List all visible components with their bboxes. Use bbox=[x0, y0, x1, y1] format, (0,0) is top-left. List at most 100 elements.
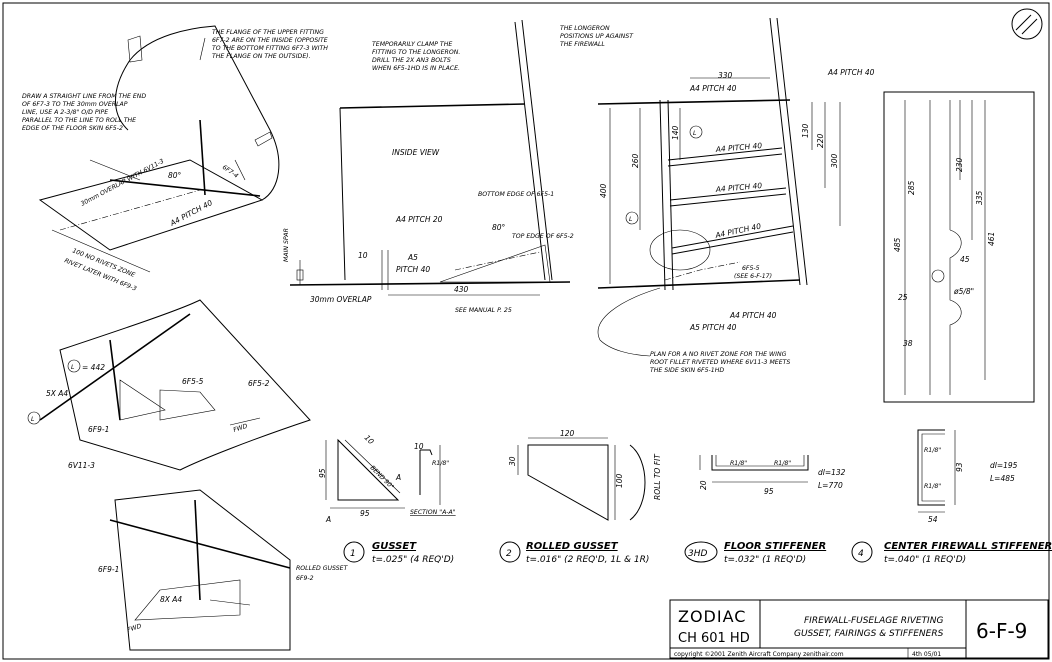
title-block bbox=[669, 599, 1049, 659]
see-6f17-label: (SEE 6-F-17) bbox=[734, 273, 772, 280]
dim-485: 485 bbox=[893, 237, 902, 252]
l-485-label: L=485 bbox=[990, 474, 1015, 483]
angle-80-inside: 80° bbox=[492, 223, 506, 232]
rolled-gusset-part-drawing bbox=[517, 437, 646, 521]
dim-25: 25 bbox=[898, 293, 908, 302]
top-edge-note: TOP EDGE OF 6F5-2 bbox=[512, 233, 574, 240]
dim-45: 45 bbox=[960, 255, 970, 264]
a4-pitch-40-right: A4 PITCH 40 bbox=[827, 68, 875, 77]
x5-a4-label: 5X A4 bbox=[46, 389, 68, 398]
main-spar-label: MAIN SPAR bbox=[283, 228, 290, 262]
dim-330: 330 bbox=[718, 71, 733, 80]
circle-l-marker-1: L bbox=[689, 125, 703, 139]
straight-line-note-1: DRAW A STRAIGHT LINE FROM THE END bbox=[22, 93, 146, 100]
flange-note-2: 6F7-2 ARE ON THE INSIDE (OPPOSITE bbox=[212, 37, 328, 44]
dim-300: 300 bbox=[830, 153, 839, 168]
dl-195-label: dl=195 bbox=[990, 461, 1018, 470]
dim-430: 430 bbox=[454, 285, 469, 294]
svg-text:1: 1 bbox=[350, 549, 356, 559]
dim-260: 260 bbox=[631, 153, 640, 168]
straight-line-note-3: LINE, USE A 2-3/8" O/D PIPE bbox=[22, 109, 108, 116]
model-label: CH 601 HD bbox=[678, 631, 750, 646]
flange-note-1: THE FLANGE OF THE UPPER FITTING bbox=[212, 29, 324, 36]
zenith-logo-icon bbox=[1011, 8, 1043, 40]
a4-pitch-40-bottom: A4 PITCH 40 bbox=[729, 311, 777, 320]
r18-floor-right: R1/8" bbox=[774, 460, 791, 467]
overlap-label: 30mm OVERLAP bbox=[310, 295, 372, 304]
dim-10-section: 10 bbox=[414, 442, 424, 451]
angle-80-top: 80° bbox=[168, 171, 182, 180]
part-title-4: 4 CENTER FIREWALL STIFFENER t=.040" (1 R… bbox=[851, 541, 1052, 565]
r18-section: R1/8" bbox=[432, 460, 449, 467]
gusset-iso-view-1 bbox=[39, 299, 311, 471]
see-manual-note: SEE MANUAL P. 25 bbox=[455, 307, 512, 314]
pitch-40-label: PITCH 40 bbox=[396, 265, 430, 274]
r18-center-top: R1/8" bbox=[924, 447, 941, 454]
dim-93: 93 bbox=[955, 462, 964, 472]
svg-text:L: L bbox=[693, 130, 697, 137]
dim-140: 140 bbox=[671, 125, 680, 140]
inside-view-label: INSIDE VIEW bbox=[392, 148, 440, 157]
label-6f9-1: 6F9-1 bbox=[88, 425, 109, 434]
svg-text:2: 2 bbox=[506, 549, 512, 559]
svg-text:t=.016" (2 REQ'D, 1L & 1R): t=.016" (2 REQ'D, 1L & 1R) bbox=[526, 555, 649, 565]
fwd-arrow-1: FWD bbox=[232, 423, 248, 434]
plan-note-3: THE SIDE SKIN 6F5-1HD bbox=[650, 367, 724, 374]
inside-view-drawing bbox=[289, 19, 571, 296]
svg-text:L: L bbox=[31, 416, 35, 423]
eq-442-label: = 442 bbox=[82, 363, 105, 372]
dim-461: 461 bbox=[987, 232, 996, 246]
clamp-note-3: DRILL THE 2X AN3 BOLTS bbox=[372, 57, 451, 64]
dim-20: 20 bbox=[699, 480, 708, 490]
svg-text:FLOOR STIFFENER: FLOOR STIFFENER bbox=[724, 541, 826, 552]
plan-note-1: PLAN FOR A NO RIVET ZONE FOR THE WING bbox=[650, 351, 787, 358]
rolled-gusset-iso-label: ROLLED GUSSET bbox=[296, 565, 349, 572]
circle-l-marker-4: L bbox=[27, 411, 41, 425]
straight-line-note-5: EDGE OF THE FLOOR SKIN 6F5-2 bbox=[22, 125, 123, 132]
r18-center-bottom: R1/8" bbox=[924, 483, 941, 490]
dim-230: 230 bbox=[955, 157, 964, 172]
l-770-label: L=770 bbox=[818, 481, 843, 490]
label-6f5-5-iso: 6F5-5 bbox=[182, 377, 204, 386]
svg-text:ROLLED GUSSET: ROLLED GUSSET bbox=[526, 541, 619, 552]
svg-text:t=.040" (1 REQ'D): t=.040" (1 REQ'D) bbox=[884, 555, 966, 565]
circle-l-marker-3: L bbox=[67, 359, 81, 373]
longeron-note-1: THE LONGERON bbox=[560, 25, 610, 32]
desc-line-2: GUSSET, FAIRINGS & STIFFENERS bbox=[794, 629, 944, 639]
part-title-3hd: 3HD FLOOR STIFFENER t=.032" (1 REQ'D) bbox=[684, 541, 826, 565]
longeron-note-2: POSITIONS UP AGAINST bbox=[560, 33, 634, 40]
label-6f7-4: 6F7-4 bbox=[221, 164, 239, 180]
roll-to-fit-label: ROLL TO FIT bbox=[653, 453, 662, 500]
a4-pitch-40-row3: A4 PITCH 40 bbox=[714, 221, 762, 240]
gusset-iso-view-2 bbox=[109, 489, 291, 651]
clamp-note-2: FITTING TO THE LONGERON. bbox=[372, 49, 460, 56]
section-a-top: A bbox=[395, 473, 401, 482]
copyright-label: copyright ©2001 Zenith Aircraft Company … bbox=[674, 651, 844, 658]
svg-text:L: L bbox=[629, 216, 633, 223]
dim-285: 285 bbox=[907, 180, 916, 195]
svg-text:t=.032" (1 REQ'D): t=.032" (1 REQ'D) bbox=[724, 555, 806, 565]
straight-line-note-4: PARALLEL TO THE LINE TO ROLL THE bbox=[22, 117, 136, 124]
circle-l-marker-2: L bbox=[625, 211, 639, 225]
dim-130: 130 bbox=[801, 123, 810, 138]
label-6f5-5: 6F5-5 bbox=[742, 265, 760, 272]
overlap-small-note: 30mm OVERLAP WITH 6V11-3 bbox=[80, 158, 166, 208]
center-stiffener-part-drawing bbox=[917, 429, 956, 513]
section-a-bottom: A bbox=[325, 515, 331, 524]
dim-95-gusset-v: 95 bbox=[318, 468, 327, 478]
a4-pitch-20-label: A4 PITCH 20 bbox=[395, 215, 443, 224]
desc-line-1: FIREWALL-FUSELAGE RIVETING bbox=[804, 616, 943, 626]
svg-text:L: L bbox=[71, 364, 75, 371]
svg-text:3HD: 3HD bbox=[688, 549, 707, 559]
flange-note-4: THE FLANGE ON THE OUTSIDE). bbox=[212, 53, 311, 60]
dim-54: 54 bbox=[928, 515, 938, 524]
a4-pitch-40-row1: A4 PITCH 40 bbox=[714, 141, 762, 154]
part-title-1: 1 GUSSET t=.025" (4 REQ'D) bbox=[343, 541, 454, 565]
label-6v11-3: 6V11-3 bbox=[68, 461, 95, 470]
dim-95-gusset-h: 95 bbox=[360, 509, 370, 518]
svg-text:t=.025" (4 REQ'D): t=.025" (4 REQ'D) bbox=[372, 555, 454, 565]
dim-120: 120 bbox=[560, 429, 575, 438]
dim-38: 38 bbox=[903, 339, 913, 348]
section-aa-label: SECTION "A-A" bbox=[410, 509, 456, 516]
